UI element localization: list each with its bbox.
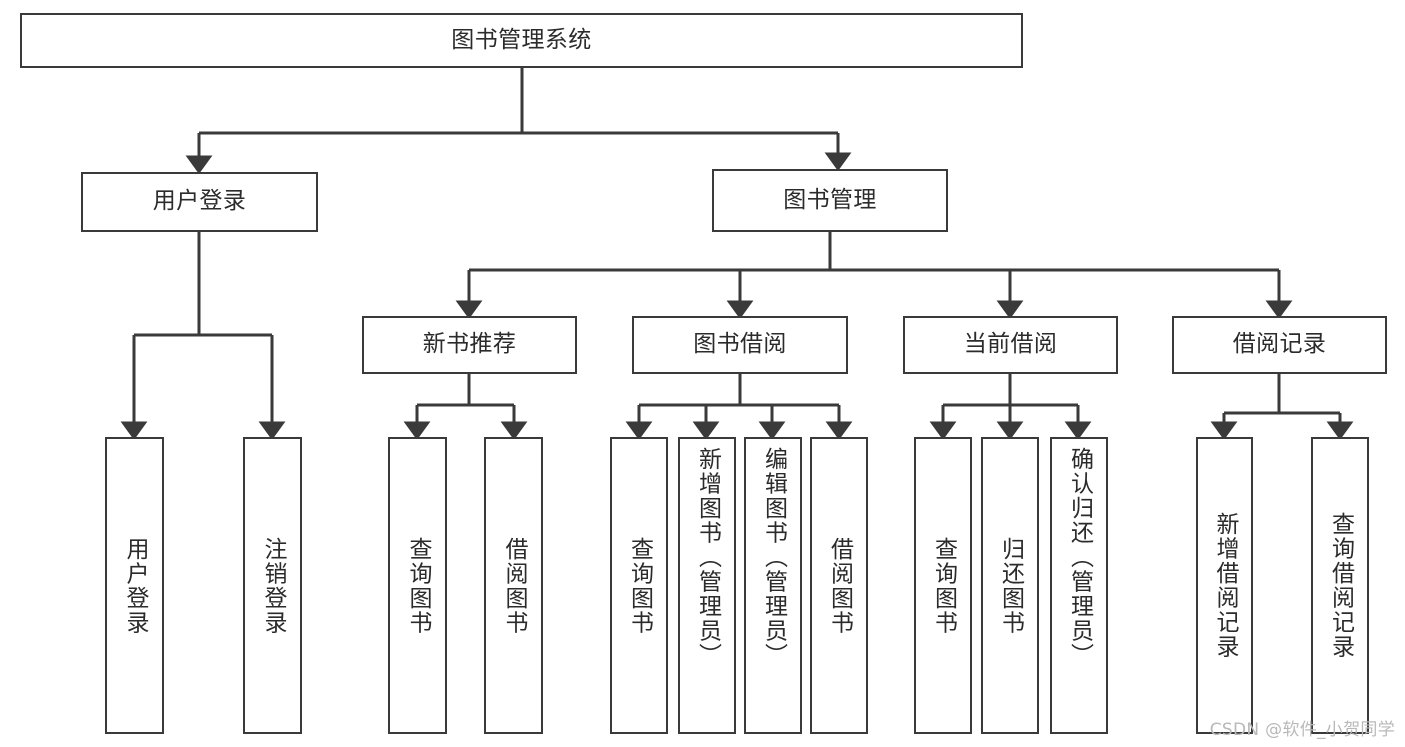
- node-new-book-recommend[interactable]: 新书推荐: [362, 316, 577, 374]
- node-user-login[interactable]: 用户登录: [81, 172, 318, 232]
- node-label: 借阅图书: [826, 536, 853, 635]
- node-leaf-borrow-book-1[interactable]: 借阅图书: [484, 437, 543, 734]
- node-leaf-query-book-1[interactable]: 查询图书: [388, 437, 447, 734]
- node-leaf-borrow-book-2[interactable]: 借阅图书: [810, 437, 868, 734]
- node-label: 借阅图书: [501, 536, 527, 635]
- node-leaf-logout-login[interactable]: 注销登录: [243, 437, 302, 734]
- node-label: 查询借阅记录: [1327, 512, 1354, 659]
- node-current-borrow[interactable]: 当前借阅: [903, 316, 1118, 374]
- node-label: 查询图书: [405, 536, 431, 635]
- node-root-system[interactable]: 图书管理系统: [20, 13, 1023, 68]
- node-leaf-add-book[interactable]: 新增图书（管理员）: [678, 437, 736, 734]
- node-label: 新增借阅记录: [1212, 512, 1238, 659]
- node-label: 编辑图书（管理员）: [760, 447, 787, 668]
- node-label: 当前借阅: [963, 331, 1058, 358]
- node-borrow-record[interactable]: 借阅记录: [1172, 316, 1387, 374]
- node-label: 新书推荐: [422, 331, 517, 358]
- node-label: 借阅记录: [1232, 331, 1327, 358]
- node-leaf-query-record[interactable]: 查询借阅记录: [1311, 437, 1369, 734]
- node-leaf-query-book-3[interactable]: 查询图书: [914, 437, 972, 734]
- node-leaf-user-login[interactable]: 用户登录: [105, 437, 164, 734]
- node-label: 注销登录: [260, 536, 286, 635]
- node-label: 图书管理系统: [451, 26, 592, 53]
- node-book-borrow[interactable]: 图书借阅: [632, 316, 848, 374]
- node-label: 新增图书（管理员）: [694, 447, 721, 668]
- node-leaf-edit-book[interactable]: 编辑图书（管理员）: [744, 437, 802, 734]
- node-label: 归还图书: [997, 536, 1024, 635]
- node-label: 图书管理: [783, 186, 877, 213]
- node-label: 确认归还（管理员）: [1066, 447, 1093, 668]
- node-label: 查询图书: [930, 536, 957, 635]
- node-leaf-query-book-2[interactable]: 查询图书: [610, 437, 668, 734]
- node-label: 用户登录: [152, 188, 247, 215]
- node-book-management[interactable]: 图书管理: [712, 169, 948, 232]
- node-label: 用户登录: [122, 536, 148, 635]
- node-leaf-add-record[interactable]: 新增借阅记录: [1196, 437, 1253, 734]
- node-leaf-confirm-return[interactable]: 确认归还（管理员）: [1050, 437, 1108, 734]
- node-label: 图书借阅: [693, 331, 787, 358]
- node-leaf-return-book[interactable]: 归还图书: [981, 437, 1039, 734]
- node-label: 查询图书: [626, 536, 653, 635]
